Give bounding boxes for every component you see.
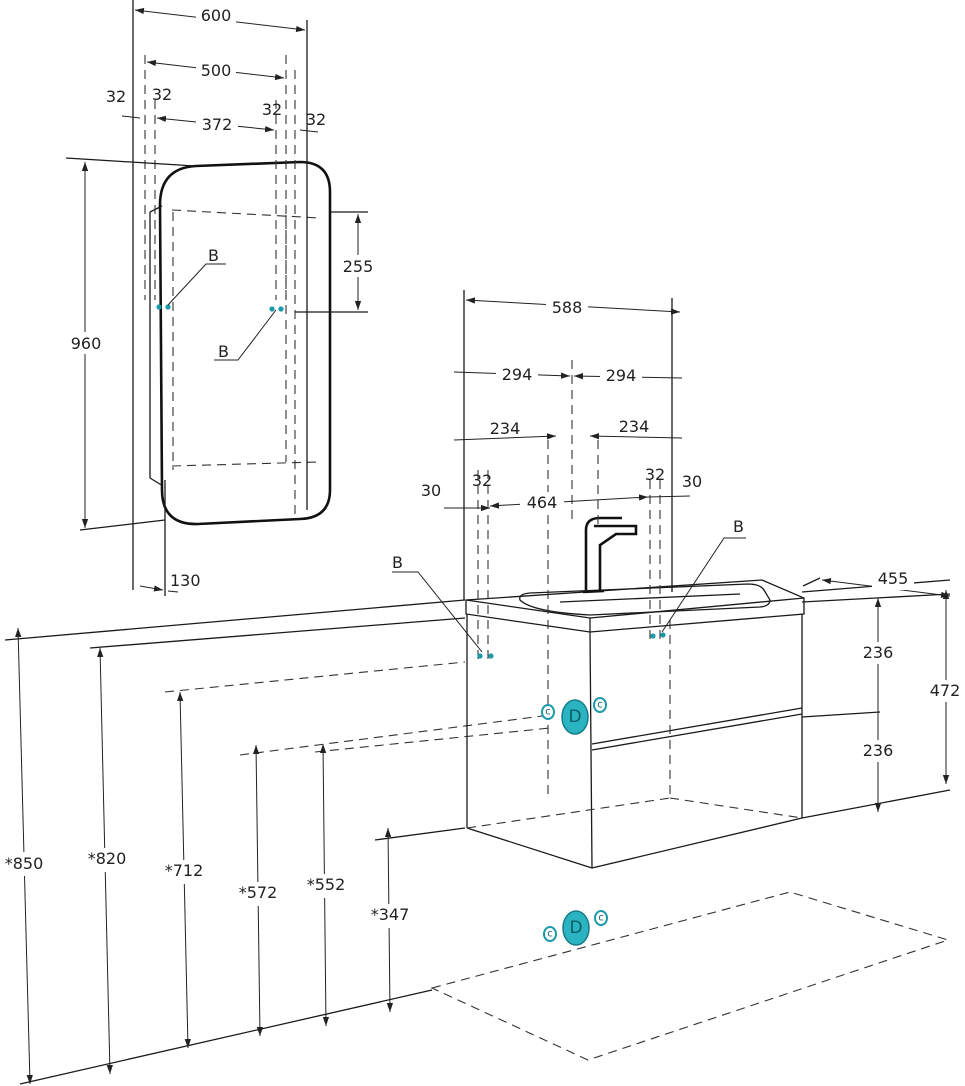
vanity-drawer-bottom-label: 236 [863,741,894,760]
wall-guides [4,579,951,841]
floor-cold-water-label: c [547,929,553,940]
mirror-mounting-points: B B [156,246,284,361]
vanity-height-label: 472 [930,681,961,700]
vanity-hole-left-label: 32 [472,471,492,490]
height-572-label: *572 [239,883,278,902]
wall-connections: c D c [541,697,607,735]
vanity-edge-left-label: 30 [421,481,441,500]
height-820-label: *820 [88,849,127,868]
floor-hot-water-icon [594,910,608,926]
mirror-height-label: 960 [71,334,102,353]
cold-water-label: c [545,707,551,718]
mirror-point-upper-label: B [208,246,219,265]
mirror-labels: 600 500 372 32 32 32 32 960 255 130 [66,4,376,590]
vanity-cabinet [463,290,821,869]
height-dimensions [15,627,433,1085]
vanity-labels: 588 294 294 234 234 464 30 32 32 30 455 … [421,296,965,762]
vanity-edge-right-label: 30 [682,472,702,491]
floor-outline [430,891,950,1061]
drain-icon [561,699,589,735]
cold-water-icon [541,704,555,720]
mirror-depth-label: 130 [170,571,201,590]
floor-drain-icon [562,910,590,946]
floor-hot-water-label: c [598,913,604,924]
vanity-width-label: 588 [552,298,583,317]
height-712-label: *712 [165,861,204,880]
vanity-hole-right-label: 32 [645,465,665,484]
vanity-span-left-label: 234 [490,419,521,438]
mirror-offset-right-inner-label: 32 [262,100,282,119]
floor-drain-label: D [569,918,582,938]
mirror-cabinet [65,0,368,596]
height-850-label: *850 [5,854,44,873]
mirror-width-between-label: 372 [202,115,233,134]
height-labels: *850 *820 *712 *572 *552 *347 [0,848,414,928]
floor-cold-water-icon [543,926,557,942]
vanity-half-left-label: 294 [502,365,533,384]
vanity-half-right-label: 294 [606,366,637,385]
drain-label: D [568,707,581,727]
vanity-depth-label: 455 [878,569,909,588]
mirror-offset-left-inner-label: 32 [152,85,172,104]
vanity-point-right-label: B [733,517,744,536]
hot-water-icon [593,697,607,713]
floor-connections: c D c [543,910,608,946]
mirror-point-lower-label: B [218,342,229,361]
vanity-mounting-points: B B [392,517,746,659]
mirror-width-inner-label: 500 [201,61,232,80]
mirror-offset-right-outer-label: 32 [306,110,326,129]
mirror-offset-left-outer-label: 32 [106,87,126,106]
vanity-span-right-label: 234 [619,417,650,436]
mirror-mount-drop-label: 255 [343,257,374,276]
vanity-mount-spacing-label: 464 [527,493,558,512]
vanity-point-left-label: B [392,553,403,572]
height-347-label: *347 [371,905,410,924]
vanity-drawer-top-label: 236 [863,643,894,662]
hot-water-label: c [597,700,603,711]
mirror-width-total-label: 600 [201,6,232,25]
height-552-label: *552 [307,875,346,894]
